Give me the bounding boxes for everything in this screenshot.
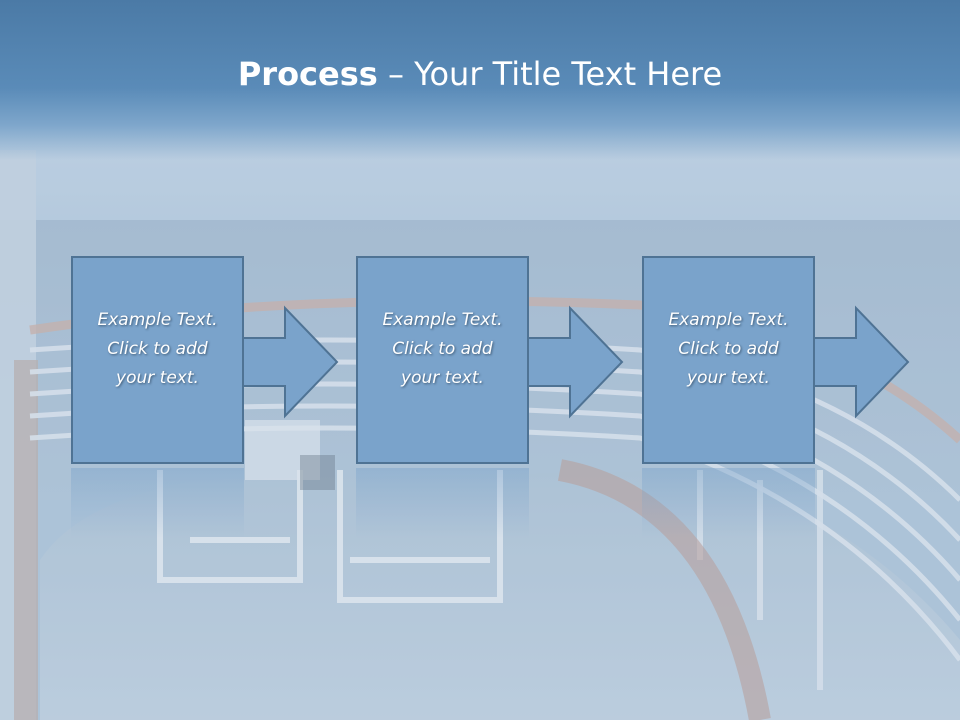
arrow-right-icon [813,305,910,419]
title-bold-text: Process [237,55,378,93]
title-band [0,0,960,160]
slide-title[interactable]: Process – Your Title Text Here [0,52,960,96]
step-reflection [71,468,244,538]
step-text[interactable]: Example Text. Click to add your text. [97,310,218,388]
step-box [356,256,529,464]
step-reflection [356,468,529,538]
arrow-right-icon [527,305,624,419]
arrow-right-icon [242,305,339,419]
step-box [642,256,815,464]
step-box [71,256,244,464]
process-step-1[interactable]: Example Text. Click to add your text. [71,256,343,468]
title-rest-text: – Your Title Text Here [377,55,723,93]
step-reflection [642,468,815,538]
step-text[interactable]: Example Text. Click to add your text. [382,310,503,388]
process-step-3[interactable]: Example Text. Click to add your text. [642,256,914,468]
step-text[interactable]: Example Text. Click to add your text. [668,310,789,388]
process-step-2[interactable]: Example Text. Click to add your text. [356,256,628,468]
